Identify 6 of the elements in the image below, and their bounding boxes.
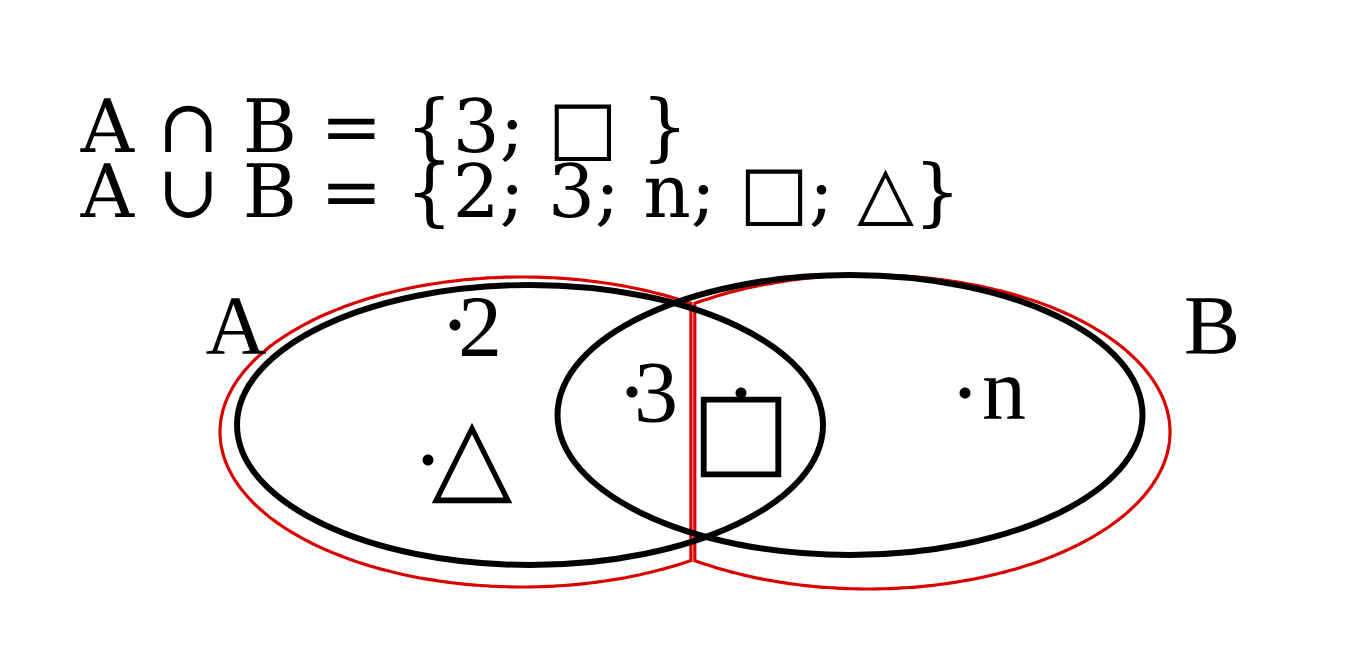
point-label: 3	[626, 363, 675, 423]
node-label: B	[1186, 298, 1237, 354]
point-label: n	[959, 377, 1025, 419]
point-label: □	[700, 387, 782, 478]
point-label: 2	[449, 297, 498, 357]
point-label: △	[422, 422, 513, 504]
